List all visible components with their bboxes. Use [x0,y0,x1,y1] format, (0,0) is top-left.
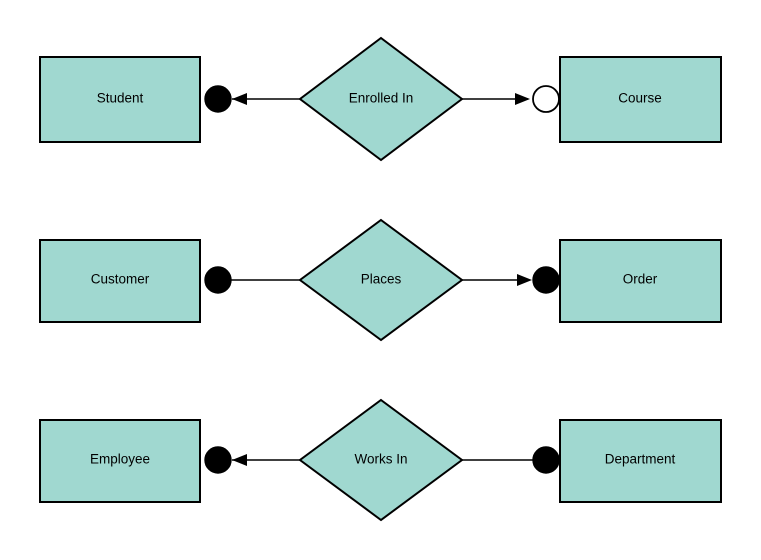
relationship-label-places: Places [361,272,402,287]
entity-box-customer[interactable] [39,239,201,323]
cardinality-marker-order-filled-circle [532,266,560,294]
relationship-diamond-places[interactable] [298,218,464,342]
arrowhead-toward-student [232,93,247,105]
arrowhead-toward-employee [232,454,247,466]
cardinality-marker-student-filled-circle [204,85,232,113]
cardinality-marker-department-filled-circle [532,446,560,474]
relationship-label-works-in: Works In [354,452,407,467]
relationship-diamond-enrolled-in[interactable] [298,36,464,162]
entity-box-employee[interactable] [39,419,201,503]
cardinality-marker-customer-filled-circle [204,266,232,294]
entity-label-order: Order [623,272,658,287]
er-row-1: Student Enrolled In Course [39,36,722,162]
entity-label-course: Course [618,91,662,106]
relationship-label-enrolled-in: Enrolled In [349,91,414,106]
entity-box-department[interactable] [559,419,722,503]
entity-label-student: Student [97,91,144,106]
entity-label-department: Department [605,452,676,467]
er-row-3: Employee Works In Department [39,398,722,522]
er-row-2: Customer Places Order [39,218,722,342]
cardinality-marker-employee-filled-circle [204,446,232,474]
entity-box-order[interactable] [559,239,722,323]
entity-label-employee: Employee [90,452,150,467]
cardinality-marker-course-hollow-circle [532,85,560,113]
entity-box-student[interactable] [39,56,201,143]
arrowhead-toward-order [517,274,532,286]
entity-label-customer: Customer [91,272,150,287]
entity-box-course[interactable] [559,56,722,143]
relationship-diamond-works-in[interactable] [298,398,464,522]
arrowhead-toward-course [515,93,530,105]
